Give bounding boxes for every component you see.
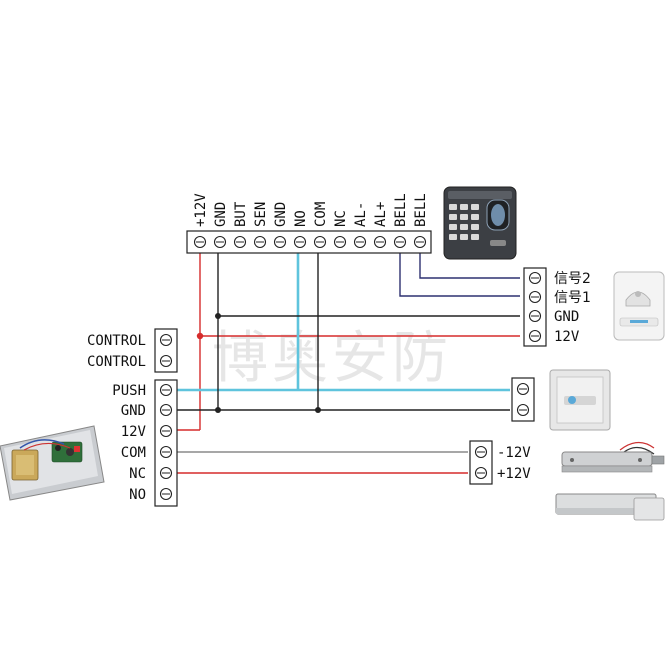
terminal-label: GND [213, 202, 229, 227]
power-supply-labels: CONTROL CONTROL PUSH GND 12V COM NC NO [87, 333, 147, 503]
power-label: NC [129, 466, 146, 482]
power-label: NO [129, 487, 146, 503]
top-terminal-block [186, 230, 432, 254]
terminal-label: NC [333, 210, 349, 227]
terminal-label: BUT [233, 201, 249, 227]
fingerprint-reader-icon [443, 186, 517, 260]
electric-bolt-lock-icon [561, 441, 665, 473]
lock-label: -12V [497, 445, 531, 461]
doorbell-label: 12V [554, 329, 580, 345]
power-label: 12V [121, 424, 147, 440]
magnetic-lock-icon [555, 493, 665, 521]
terminal-label: SEN [253, 202, 269, 227]
terminal-label: NO [293, 210, 309, 227]
black-wire-gnd [175, 244, 520, 411]
doorbell-label: 信号2 [554, 271, 591, 287]
terminal-label: GND [273, 202, 289, 227]
terminal-label: AL+ [373, 202, 389, 227]
power-terminal-block [154, 379, 178, 507]
cyan-wire-push [175, 244, 510, 392]
terminal-label: AL- [353, 202, 369, 227]
navy-wire-bell [399, 244, 520, 297]
doorbell-icon [613, 271, 665, 341]
exit-button-terminal-block [511, 377, 535, 422]
junction-dots [196, 313, 321, 413]
watermark-text: 博奥安防 [212, 326, 452, 391]
power-label: PUSH [112, 383, 146, 399]
lock-terminal-block [469, 440, 493, 485]
doorbell-label: GND [554, 309, 579, 325]
power-label: COM [121, 445, 146, 461]
doorbell-terminal-block [523, 267, 547, 347]
power-supply-icon [0, 425, 105, 501]
power-label: GND [121, 403, 146, 419]
terminal-label: +12V [193, 193, 209, 227]
top-terminal-labels: +12V GND BUT SEN GND NO COM NC AL- AL+ B… [193, 193, 429, 227]
terminal-label: BELL [413, 193, 429, 227]
control-terminal-block [154, 328, 178, 373]
power-label: CONTROL [87, 333, 146, 349]
doorbell-label: 信号1 [554, 290, 591, 306]
terminal-label: COM [313, 202, 329, 227]
exit-button-icon [549, 369, 611, 431]
terminal-label: BELL [393, 193, 409, 227]
lock-label: +12V [497, 466, 531, 482]
power-label: CONTROL [87, 354, 146, 370]
